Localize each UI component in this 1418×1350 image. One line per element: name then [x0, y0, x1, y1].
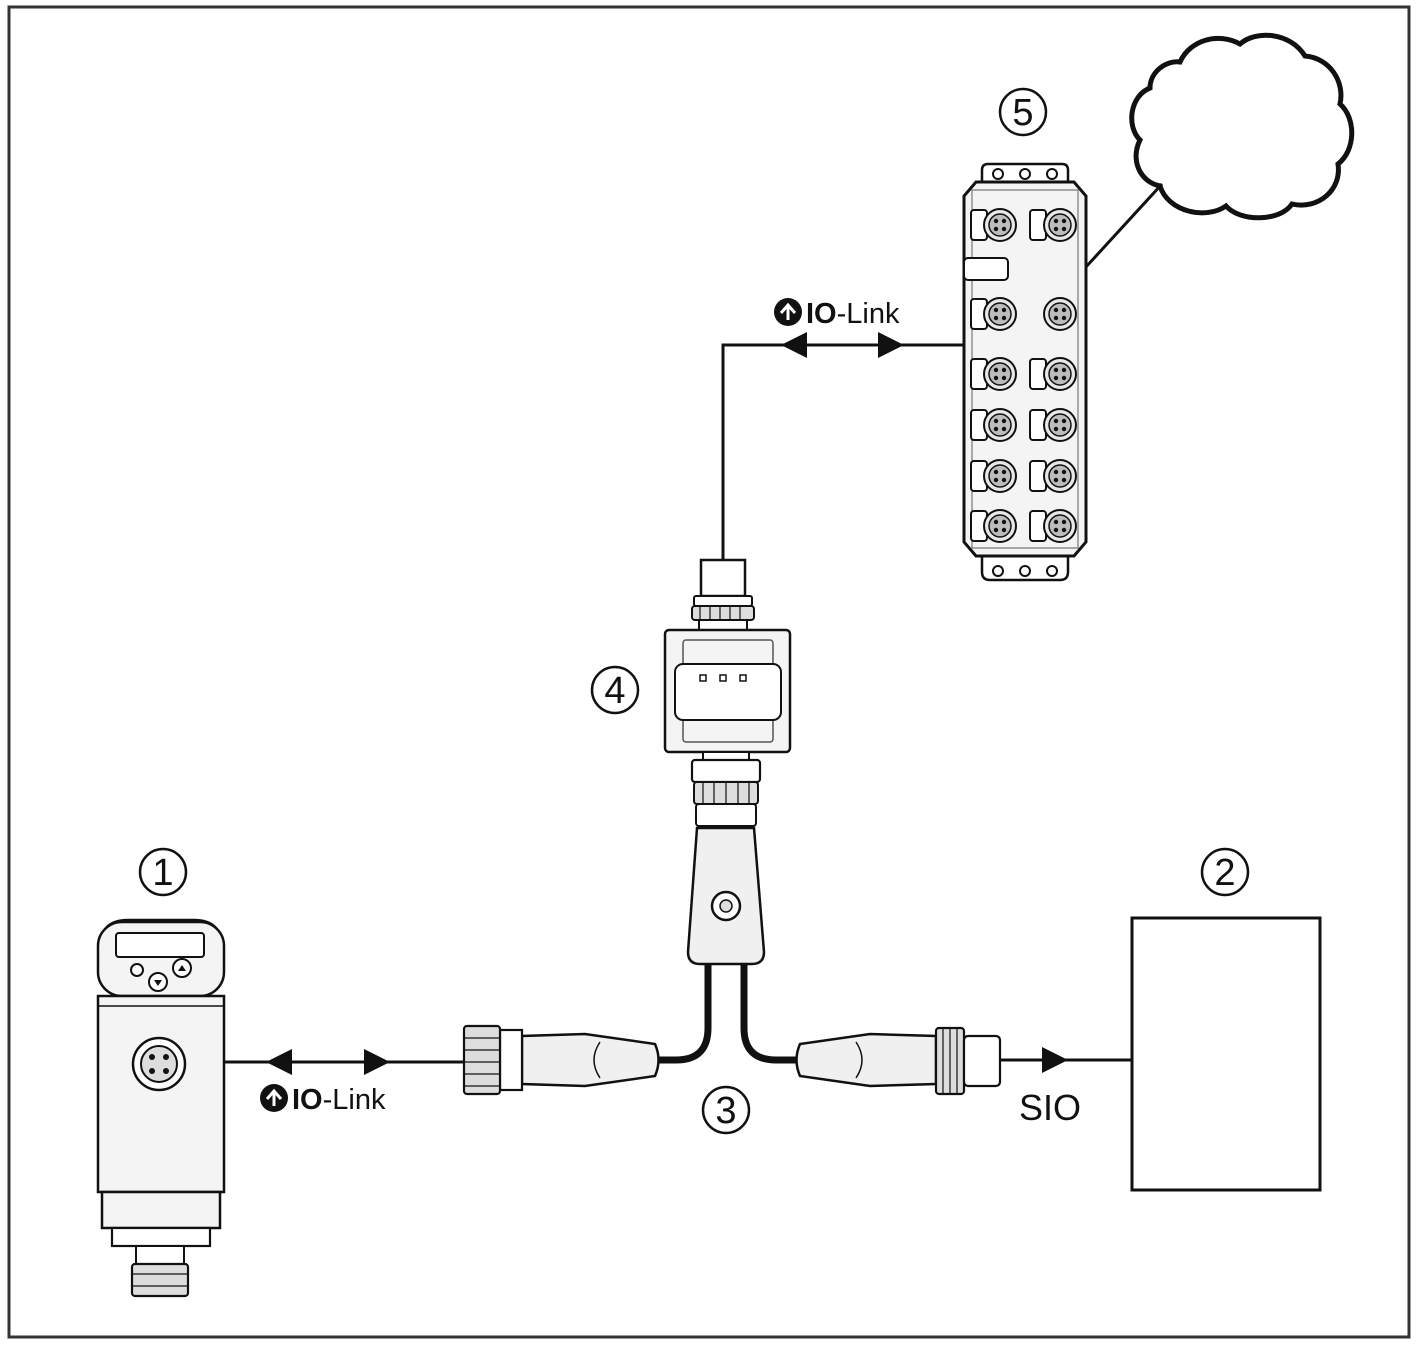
io-link-adapter — [663, 558, 792, 827]
arrow-right-icon — [364, 1049, 390, 1075]
callout-sensor: 1 — [138, 847, 188, 897]
svg-text:4: 4 — [604, 670, 625, 712]
arrow-right-icon — [878, 332, 904, 358]
callout-adapter: 4 — [590, 665, 640, 715]
sensor-device — [96, 918, 226, 1298]
svg-text:1: 1 — [152, 852, 173, 894]
callout-device: 2 — [1200, 847, 1250, 897]
sio-label: SIO — [1019, 1087, 1081, 1128]
svg-text:3: 3 — [715, 1090, 736, 1132]
svg-text:IO-Link: IO-Link — [806, 298, 900, 330]
controller-device-box — [1130, 916, 1322, 1192]
io-link-cable-top — [721, 343, 964, 560]
svg-text:5: 5 — [1012, 92, 1033, 134]
io-link-master — [962, 162, 1088, 582]
arrow-left-icon — [266, 1049, 292, 1075]
y-splitter-cable — [462, 826, 1002, 1096]
svg-text:IO-Link: IO-Link — [292, 1084, 386, 1116]
diagram-frame — [7, 5, 1411, 1339]
network-cable — [1083, 182, 1164, 270]
callout-io-link-master: 5 — [998, 87, 1048, 137]
arrow-left-icon — [781, 332, 807, 358]
callout-y-splitter: 3 — [701, 1085, 751, 1135]
io-link-logo-top: IO-Link — [774, 298, 900, 330]
svg-text:2: 2 — [1214, 852, 1235, 894]
arrow-right-icon — [1042, 1047, 1068, 1073]
cloud-network-icon — [1129, 32, 1355, 221]
io-link-logo-bottom: IO-Link — [260, 1084, 386, 1116]
